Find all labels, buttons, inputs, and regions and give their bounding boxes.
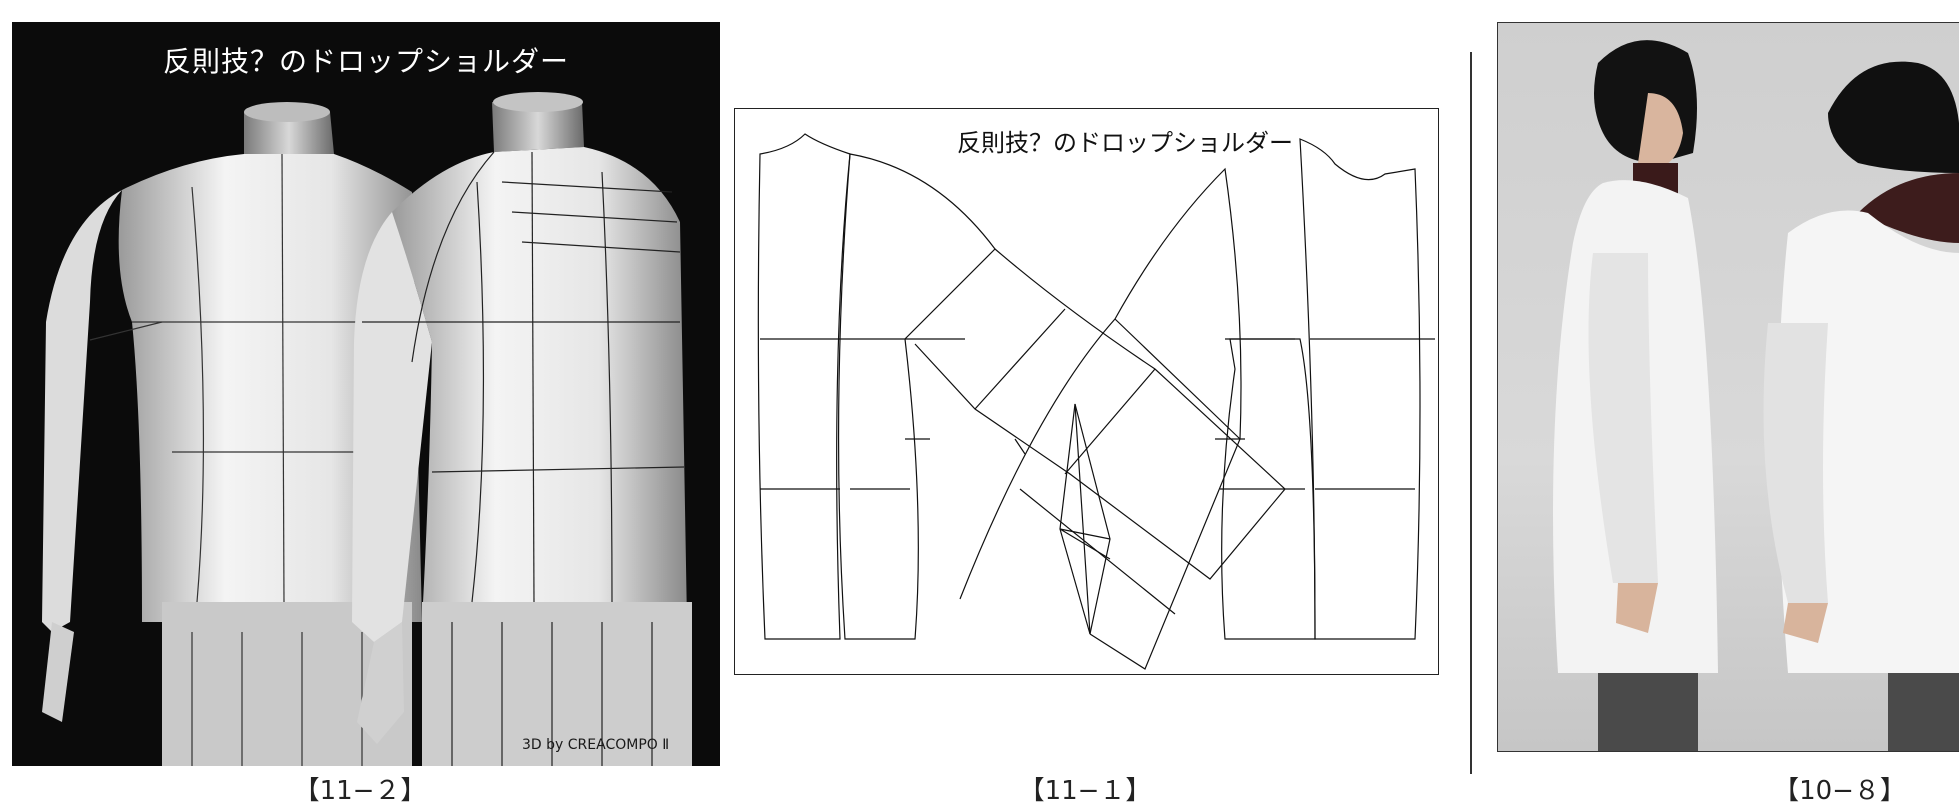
panel-divider: [1470, 52, 1472, 774]
pattern-title: 反則技？のドロップショルダー: [957, 123, 1293, 158]
avatar-side-view: [1553, 40, 1718, 751]
left-figure-title: 反則技？のドロップショルダー: [12, 40, 720, 80]
coat-avatar-render: [1497, 22, 1959, 752]
dress-form-illustration: [12, 22, 720, 766]
left-figure-caption: 【11−２】: [230, 770, 490, 807]
middle-figure-caption: 【11−１】: [960, 770, 1210, 807]
render-credit: 3D by CREACOMPO Ⅱ: [522, 737, 669, 753]
avatar-illustration: [1498, 23, 1959, 751]
pattern-pieces: [735, 109, 1438, 674]
avatar-front-view: [1764, 62, 1959, 751]
pattern-drawing: 反則技？のドロップショルダー: [734, 108, 1439, 675]
dress-form-render: 反則技？のドロップショルダー 3D by CREACOMPO Ⅱ: [12, 22, 720, 766]
right-figure-caption: 【10−８】: [1720, 770, 1959, 807]
